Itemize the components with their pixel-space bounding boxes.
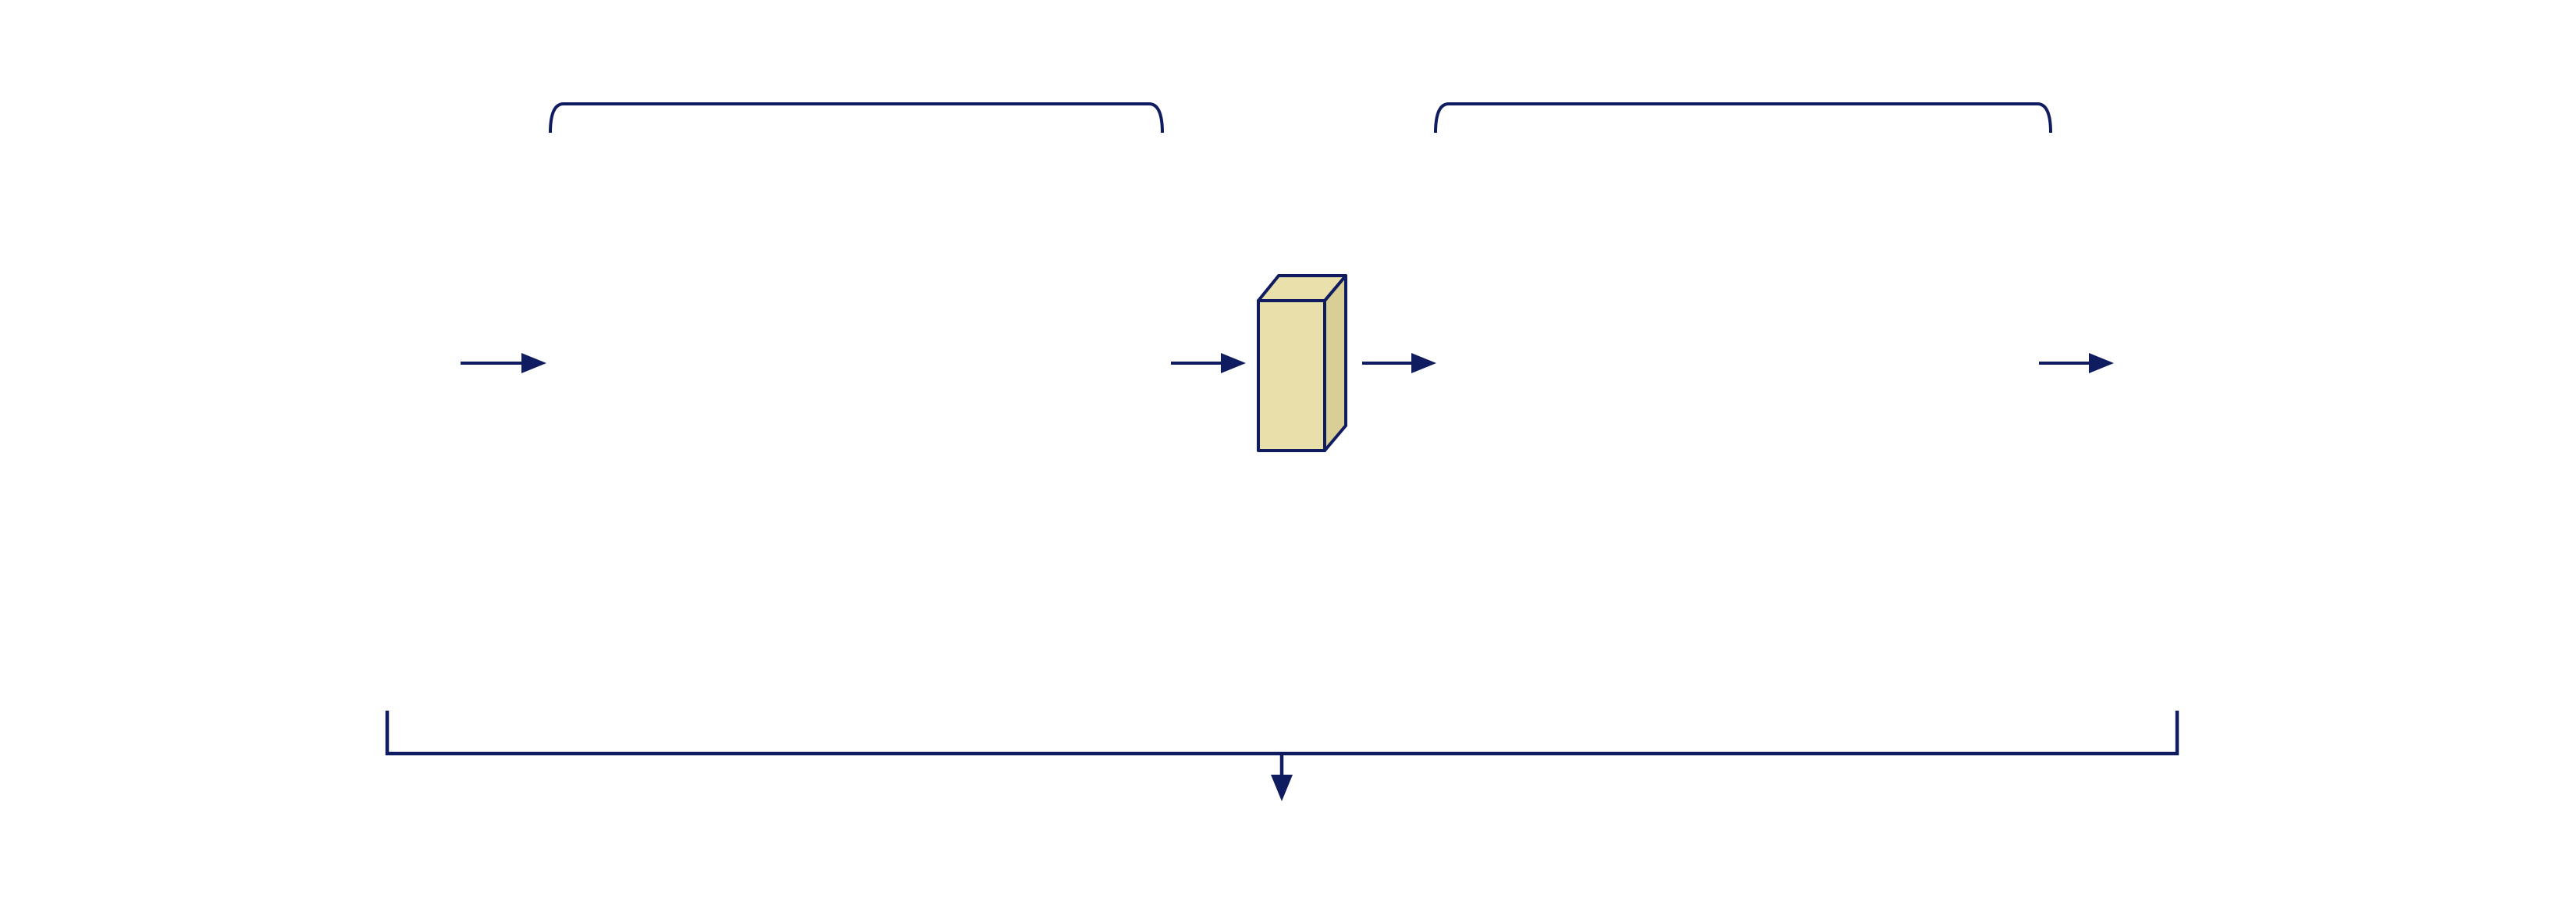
arrow-encoder-to-latent: [1171, 353, 1246, 373]
decoder-bracket: [1434, 102, 2052, 134]
arrow-input-to-encoder: [461, 353, 546, 373]
arrow-latent-to-decoder: [1362, 353, 1436, 373]
reconstruction-path: [385, 711, 2179, 756]
reconstruction-arrow: [1271, 754, 1293, 801]
arrow-decoder-to-output: [2039, 353, 2114, 373]
latent-z-box: [1257, 274, 1347, 452]
encoder-bracket: [549, 102, 1164, 134]
